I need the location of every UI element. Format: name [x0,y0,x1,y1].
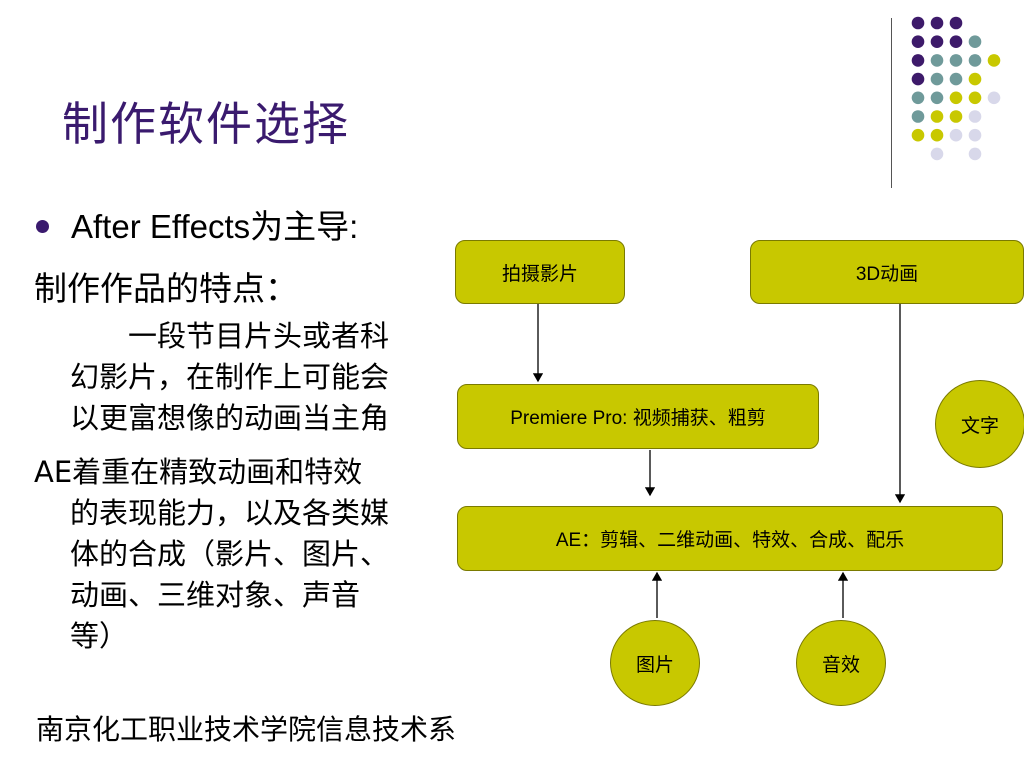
decorative-dot [968,54,982,67]
decorative-dot [930,91,944,105]
decorative-dot [949,110,963,123]
decorative-dot [930,16,944,30]
decorative-dot [930,128,944,142]
decorative-dot [911,16,925,30]
decorative-dot [949,128,963,142]
decorative-dot-grid [911,16,1001,161]
decorative-dot [911,91,925,105]
paragraph-1-line: 一段节目片头或者科 [128,319,390,353]
paragraph-1-line: 幻影片，在制作上可能会 [70,360,390,394]
paragraph-1-line: 以更富想像的动画当主角 [70,401,390,435]
decorative-dot [930,147,944,161]
decorative-dot [949,16,963,30]
node-premiere-pro: Premiere Pro: 视频捕获、粗剪 [457,384,819,449]
node-image: 图片 [610,620,700,706]
decorative-dot [968,128,982,142]
decorative-dot [987,54,1001,67]
node-shoot-video: 拍摄影片 [455,240,625,304]
paragraph-2-line: 等） [70,619,129,653]
decorative-dot [968,35,982,48]
paragraph-2-line: AE着重在精致动画和特效 [34,455,363,489]
node-after-effects: AE：剪辑、二维动画、特效、合成、配乐 [457,506,1003,571]
footer-institution: 南京化工职业技术学院信息技术系 [36,713,457,746]
paragraph-2-line: 体的合成（影片、图片、 [70,537,390,571]
decorative-dot [911,72,925,86]
decorative-dot [968,91,982,105]
paragraph-2-line: 动画、三维对象、声音 [70,578,361,612]
node-3d-animation: 3D动画 [750,240,1024,304]
decorative-dot [949,35,963,48]
bullet-text: After Effects为主导: [71,208,359,245]
bullet-dot-icon [36,219,49,233]
decorative-dot [968,72,982,86]
paragraph-2: AE着重在精致动画和特效 的表现能力，以及各类媒 体的合成（影片、图片、 动画、… [34,452,389,657]
decorative-dot [911,35,925,48]
title-divider-line [891,18,892,188]
decorative-dot [930,72,944,86]
decorative-dot [949,72,963,86]
subheading: 制作作品的特点： [34,269,298,308]
decorative-dot [930,110,944,123]
paragraph-1: 一段节目片头或者科 幻影片，在制作上可能会 以更富想像的动画当主角 [70,316,389,439]
decorative-dot [911,110,925,123]
decorative-dot [911,128,925,142]
decorative-dot [949,54,963,67]
decorative-dot [968,147,982,161]
slide-title: 制作软件选择 [62,97,350,151]
bullet-item: After Effects为主导: [36,200,358,248]
decorative-dot [987,91,1001,105]
decorative-dot [911,54,925,67]
decorative-dot [949,91,963,105]
node-text: 文字 [935,380,1024,468]
node-sound-effect: 音效 [796,620,886,706]
decorative-dot [930,35,944,48]
decorative-dot [968,110,982,123]
paragraph-2-line: 的表现能力，以及各类媒 [70,496,390,530]
decorative-dot [930,54,944,67]
